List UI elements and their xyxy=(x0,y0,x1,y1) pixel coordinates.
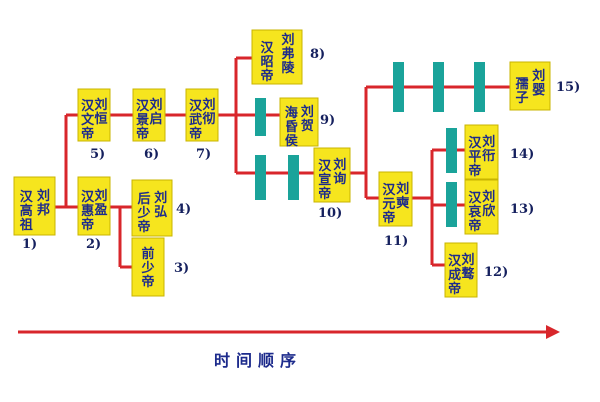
emperor-name: 刘彻 xyxy=(202,97,216,127)
emperor-title: 汉高祖 xyxy=(19,189,34,233)
emperor-name: 刘邦 xyxy=(37,188,50,218)
emperor-box xyxy=(313,147,351,203)
emperor-title: 汉昭帝 xyxy=(260,40,274,84)
emperor-box xyxy=(444,242,478,298)
emperor-order-number: 5) xyxy=(90,147,105,162)
emperor-title: 前少帝 xyxy=(140,246,154,290)
emperor-title: 海昏侯 xyxy=(285,105,298,149)
emperor-name: 刘弘 xyxy=(154,190,167,220)
emperor-box xyxy=(464,124,499,180)
emperor-title: 汉平帝 xyxy=(468,135,482,179)
emperor-order-number: 11) xyxy=(384,234,408,249)
connector-blocks xyxy=(255,62,485,227)
connector-block xyxy=(255,98,266,136)
emperor-title: 汉武帝 xyxy=(189,98,203,142)
emperor-order-number: 4) xyxy=(176,202,191,217)
emperor-title: 汉宣帝 xyxy=(318,158,332,202)
connector-block xyxy=(446,182,457,227)
emperor-name: 刘奭 xyxy=(396,181,409,211)
emperor-box xyxy=(185,88,219,142)
emperor-box xyxy=(132,88,166,142)
emperor-title: 汉文帝 xyxy=(81,98,95,142)
emperor-name: 刘弗陵 xyxy=(281,32,295,76)
emperor-name: 刘询 xyxy=(333,157,346,187)
emperor-title: 汉哀帝 xyxy=(468,190,482,234)
emperor-order-number: 10) xyxy=(318,206,342,221)
emperor-box xyxy=(131,179,173,237)
emperor-box xyxy=(77,88,111,142)
emperor-title: 汉元帝 xyxy=(382,182,396,226)
emperor-order-number: 1) xyxy=(22,237,37,252)
emperor-box xyxy=(378,171,413,227)
connector-block xyxy=(446,128,457,173)
emperor-order-number: 15) xyxy=(556,80,580,95)
connector-block xyxy=(255,155,266,200)
emperor-name: 刘骜 xyxy=(461,252,476,282)
emperor-name: 刘启 xyxy=(150,97,163,127)
connector-block xyxy=(433,62,444,112)
timeline-arrow xyxy=(18,325,560,339)
emperor-title: 汉景帝 xyxy=(136,98,150,142)
emperor-order-number: 9) xyxy=(320,113,335,128)
emperor-box xyxy=(13,176,56,236)
emperor-box xyxy=(77,176,111,236)
connector-block xyxy=(288,155,299,200)
emperor-order-number: 12) xyxy=(484,265,508,280)
emperor-box xyxy=(279,97,319,147)
connector-block xyxy=(393,62,404,112)
emperor-title: 汉惠帝 xyxy=(81,189,95,233)
emperor-box xyxy=(131,237,165,297)
emperor-name: 刘盈 xyxy=(94,188,108,218)
timeline-arrow-head xyxy=(546,325,560,339)
emperor-node: 前少帝 3) xyxy=(131,237,189,297)
emperor-name: 刘恒 xyxy=(95,97,108,127)
emperor-title: 孺子 xyxy=(515,77,528,106)
emperor-name: 刘婴 xyxy=(532,68,545,98)
timeline-label: 时间顺序 xyxy=(214,351,302,370)
emperor-name: 刘欣 xyxy=(482,189,496,219)
emperor-title: 汉成帝 xyxy=(448,253,462,297)
emperor-order-number: 13) xyxy=(510,202,534,217)
emperor-order-number: 7) xyxy=(196,147,211,162)
emperor-order-number: 14) xyxy=(510,147,534,162)
emperor-order-number: 6) xyxy=(144,147,159,162)
emperor-name: 刘衎 xyxy=(481,134,495,164)
emperor-box xyxy=(509,61,551,111)
emperor-order-number: 8) xyxy=(310,47,325,62)
emperor-order-number: 2) xyxy=(86,237,101,252)
emperor-box xyxy=(464,179,499,235)
connector-block xyxy=(474,62,485,112)
emperor-box xyxy=(251,29,303,85)
emperor-name: 刘贺 xyxy=(300,104,314,134)
emperor-title: 后少帝 xyxy=(136,191,150,235)
emperor-order-number: 3) xyxy=(174,261,189,276)
